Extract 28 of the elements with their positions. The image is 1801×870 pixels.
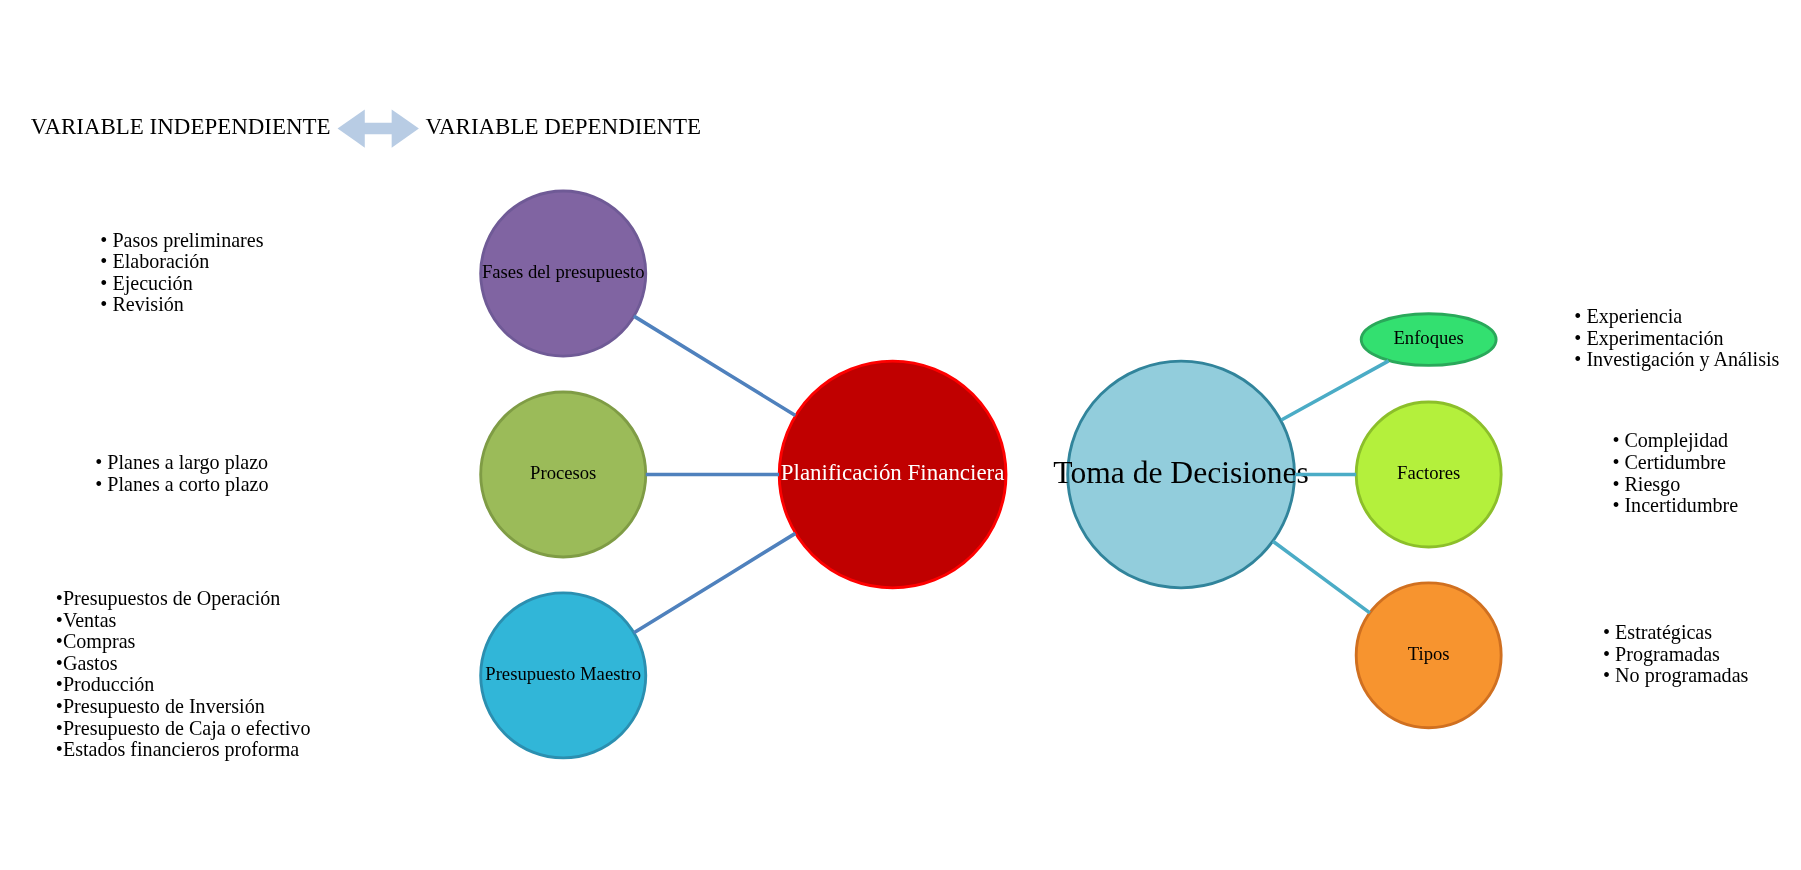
node-label: • Riesgo <box>1612 472 1681 495</box>
node-label: •Compras <box>55 630 136 653</box>
node-label: • Estratégicas <box>1603 621 1713 644</box>
node-label: •Presupuesto de Inversión <box>55 695 265 718</box>
node-circle: Factores <box>1354 400 1503 549</box>
connector <box>1294 472 1357 477</box>
node-label: • Planes a largo plazo <box>95 451 269 474</box>
connector <box>632 531 797 635</box>
node-label: • Pasos preliminares <box>100 228 264 251</box>
node-label: • Experiencia <box>1574 305 1683 328</box>
node-label: • Ejecución <box>100 271 193 294</box>
connector <box>1280 359 1390 422</box>
arrow <box>337 109 419 148</box>
node-label: • Certidumbre <box>1612 451 1726 474</box>
connector <box>645 472 779 477</box>
node-label: •Presupuestos de Operación <box>55 587 281 610</box>
node-text: VARIABLE DEPENDIENTE <box>425 114 702 140</box>
node-label: • Complejidad <box>1612 429 1729 452</box>
connector <box>632 314 797 418</box>
node-circle: Tipos <box>1354 581 1503 730</box>
node-text: VARIABLE INDEPENDIENTE <box>30 114 331 140</box>
node-circle: Presupuesto Maestro <box>479 591 648 760</box>
node-circle: Fases del presupuesto <box>479 189 648 358</box>
connector <box>1271 539 1371 615</box>
node-label: •Producción <box>55 673 155 696</box>
node-circle: Procesos <box>479 390 648 559</box>
node-circle: Planificación Financiera <box>777 359 1008 590</box>
node-ellipse: Enfoques <box>1359 312 1498 367</box>
